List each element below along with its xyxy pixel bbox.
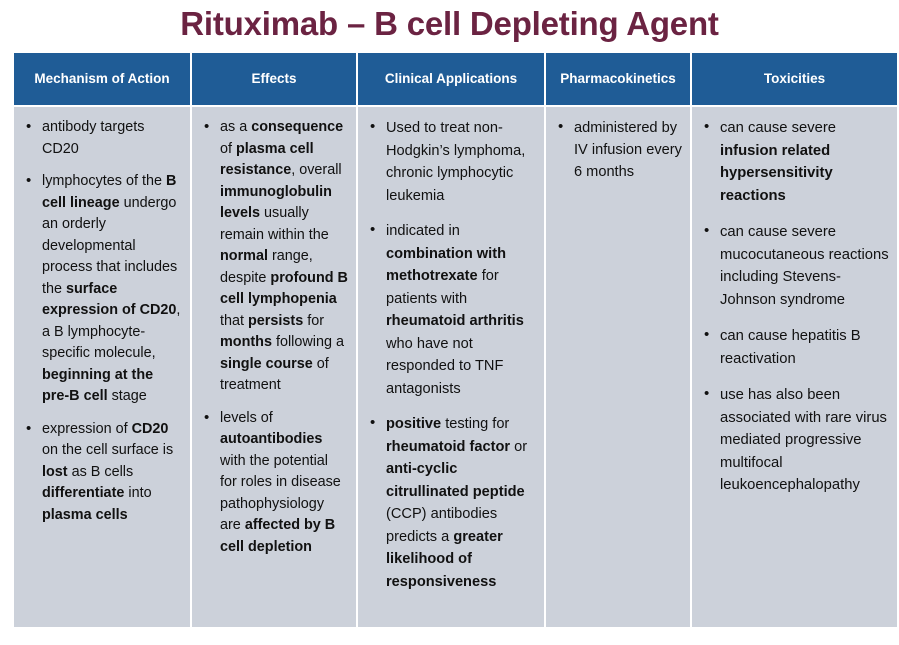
cell-clinical-applications: Used to treat non-Hodgkin’s lymphoma, ch… bbox=[358, 107, 544, 627]
cell-mechanism-of-action: antibody targets CD20 lymphocytes of the … bbox=[14, 107, 190, 627]
bullet-text: into bbox=[124, 485, 152, 501]
bullet-text: undergo an orderly developmental process… bbox=[42, 194, 178, 297]
bullet-text: range, despite bbox=[220, 248, 313, 286]
bullet-text-bold: plasma cells bbox=[42, 506, 128, 523]
bullet-text-bold: surface expression of CD20 bbox=[42, 280, 177, 319]
bullet-text: for bbox=[303, 312, 325, 329]
bullet-item: use has also been associated with rare v… bbox=[704, 383, 889, 497]
column-header-toxicities: Toxicities bbox=[692, 53, 897, 105]
bullet-text: levels of bbox=[220, 409, 273, 426]
bullet-text: indicated in bbox=[386, 223, 460, 239]
bullet-item: Used to treat non-Hodgkin’s lymphoma, ch… bbox=[370, 116, 536, 207]
bullet-text-bold: months bbox=[220, 334, 272, 350]
bullet-item: can cause hepatitis B reactivation bbox=[704, 324, 889, 370]
bullet-text: Used to treat non-Hodgkin’s lymphoma, ch… bbox=[386, 120, 526, 204]
bullet-text-bold: immunoglobulin levels bbox=[220, 183, 332, 222]
bullet-text: stage bbox=[107, 388, 147, 404]
bullet-text-bold: autoantibodies bbox=[220, 431, 323, 447]
bullet-text-bold: CD20 bbox=[131, 420, 169, 437]
bullet-text: or bbox=[510, 438, 528, 455]
bullet-text-bold: B cell lineage bbox=[42, 173, 177, 211]
bullet-text: lymphocytes of the bbox=[42, 173, 166, 189]
bullet-text-bold: rheumatoid factor bbox=[386, 438, 511, 455]
bullet-item: lymphocytes of the B cell lineage underg… bbox=[26, 170, 182, 408]
bullet-text-bold: lost bbox=[42, 463, 68, 480]
cell-toxicities: can cause severe infusion related hypers… bbox=[692, 107, 897, 627]
bullet-item: administered by IV infusion every 6 mont… bbox=[558, 116, 682, 183]
bullet-text: that bbox=[220, 312, 249, 329]
bullet-text: as a bbox=[220, 119, 252, 135]
table-header-row: Mechanism of Action Effects Clinical App… bbox=[14, 53, 897, 105]
column-header-pharmacokinetics: Pharmacokinetics bbox=[546, 53, 690, 105]
bullet-text-bold: plasma cell resistance bbox=[220, 140, 314, 179]
bullet-text-bold: anti-cyclic citrullinated peptide bbox=[386, 461, 525, 500]
page-title: Rituximab – B cell Depleting Agent bbox=[180, 5, 719, 42]
bullet-text: can cause hepatitis B reactivation bbox=[720, 328, 861, 367]
bullet-list-clinical-applications: Used to treat non-Hodgkin’s lymphoma, ch… bbox=[364, 116, 536, 593]
bullet-text-bold: greater likelihood of responsiveness bbox=[386, 528, 503, 590]
bullet-text: of bbox=[220, 140, 236, 157]
column-header-mechanism-of-action: Mechanism of Action bbox=[14, 53, 190, 105]
bullet-item: antibody targets CD20 bbox=[26, 116, 182, 160]
bullet-text-bold: differentiate bbox=[42, 485, 125, 501]
bullet-text-bold: normal bbox=[220, 248, 268, 264]
bullet-text: as B cells bbox=[67, 463, 134, 480]
bullet-text: expression of bbox=[42, 420, 132, 437]
bullet-item: positive testing for rheumatoid factor o… bbox=[370, 412, 536, 593]
bullet-item: can cause severe mucocutaneous reactions… bbox=[704, 220, 889, 311]
bullet-text: (CCP) antibodies predicts a bbox=[386, 506, 498, 545]
bullet-text: usually remain within the bbox=[220, 205, 329, 243]
bullet-text: , overall bbox=[291, 162, 342, 178]
bullet-text: of treatment bbox=[220, 355, 329, 394]
bullet-item: indicated in combination with methotrexa… bbox=[370, 219, 536, 400]
bullet-text-bold: infusion related hypersensitivity reacti… bbox=[720, 142, 833, 204]
table-container: Mechanism of Action Effects Clinical App… bbox=[12, 51, 899, 635]
bullet-text: on the cell surface is bbox=[42, 442, 174, 458]
bullet-text: following a bbox=[271, 334, 344, 350]
bullet-text-bold: consequence bbox=[251, 119, 344, 135]
bullet-text-bold: affected by B cell depletion bbox=[220, 517, 336, 555]
bullet-text: with the potential for roles in disease … bbox=[220, 452, 341, 534]
table-body-row: antibody targets CD20 lymphocytes of the … bbox=[14, 107, 897, 627]
cell-effects: as a consequence of plasma cell resistan… bbox=[192, 107, 356, 627]
bullet-text: who have not responded to TNF antagonist… bbox=[386, 335, 504, 397]
bullet-item: as a consequence of plasma cell resistan… bbox=[204, 116, 348, 397]
cell-pharmacokinetics: administered by IV infusion every 6 mont… bbox=[546, 107, 690, 627]
bullet-text-bold: rheumatoid arthritis bbox=[386, 313, 524, 329]
column-header-effects: Effects bbox=[192, 53, 356, 105]
bullet-text: can cause severe mucocutaneous reactions… bbox=[720, 224, 889, 308]
bullet-list-pharmacokinetics: administered by IV infusion every 6 mont… bbox=[552, 116, 682, 183]
bullet-text-bold: profound B cell lymphopenia bbox=[220, 269, 348, 308]
bullet-list-toxicities: can cause severe infusion related hypers… bbox=[698, 116, 889, 497]
column-header-clinical-applications: Clinical Applications bbox=[358, 53, 544, 105]
bullet-text-bold: beginning at the pre-B cell bbox=[42, 366, 154, 405]
bullet-text: administered by IV infusion every 6 mont… bbox=[574, 120, 682, 180]
bullet-text-bold: single course bbox=[220, 355, 313, 372]
bullet-text-bold: combination with methotrexate bbox=[386, 245, 506, 285]
bullet-text-bold: positive bbox=[386, 416, 442, 432]
bullet-text: for patients with bbox=[386, 268, 499, 307]
bullet-text-bold: persists bbox=[248, 312, 304, 329]
bullet-text: , a B lymphocyte-specific molecule, bbox=[42, 302, 181, 361]
bullet-list-mechanism-of-action: antibody targets CD20 lymphocytes of the … bbox=[20, 116, 182, 527]
bullet-item: levels of autoantibodies with the potent… bbox=[204, 407, 348, 559]
bullet-text: use has also been associated with rare v… bbox=[720, 387, 887, 493]
bullet-text: antibody targets CD20 bbox=[42, 119, 145, 157]
bullet-item: expression of CD20 on the cell surface i… bbox=[26, 418, 182, 527]
bullet-text: can cause severe bbox=[720, 120, 836, 136]
bullet-text: testing for bbox=[441, 416, 510, 432]
bullet-item: can cause severe infusion related hypers… bbox=[704, 116, 889, 207]
info-table: Mechanism of Action Effects Clinical App… bbox=[12, 51, 899, 629]
bullet-list-effects: as a consequence of plasma cell resistan… bbox=[198, 116, 348, 559]
